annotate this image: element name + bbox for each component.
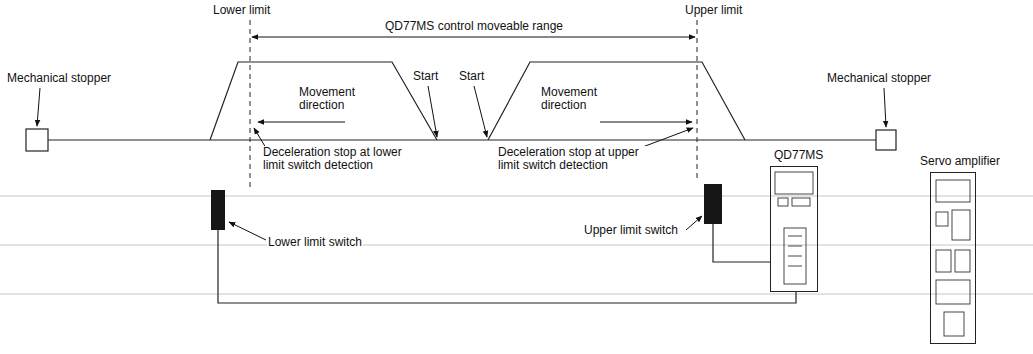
signal-wire (218, 230, 796, 303)
leader-line (686, 216, 702, 230)
lower-limit-line (250, 20, 251, 188)
node-label: Upper limit switch (583, 224, 679, 237)
node-label: Servo amplifier (919, 155, 1001, 168)
limit-switch: Upper limit switch (704, 184, 722, 224)
leader-line (229, 222, 266, 240)
label: Movement direction (540, 86, 608, 112)
ruled-line (0, 196, 1033, 294)
signal-wire (713, 224, 770, 262)
leader-line (884, 88, 886, 127)
label: Mechanical stopper (6, 72, 112, 85)
label: Lower limit (212, 4, 271, 17)
leader-line (37, 88, 40, 126)
speed-profile (488, 62, 745, 140)
label: Upper limit (684, 4, 743, 17)
upper-limit-line (697, 20, 698, 182)
label: Movement direction (298, 86, 366, 112)
mechanical-stopper (26, 129, 48, 151)
limit-switch: Lower limit switch (211, 190, 225, 230)
direction-arrow (600, 122, 692, 123)
module-detail (775, 172, 813, 284)
travel-axis (48, 139, 876, 140)
label: QD77MS control moveable range (348, 20, 600, 33)
label: Mechanical stopper (826, 72, 932, 85)
servo-amplifier: Servo amplifier (930, 172, 976, 344)
amplifier-detail (936, 180, 970, 336)
speed-profile (210, 62, 437, 140)
direction-arrow (258, 122, 345, 123)
leader-line (474, 86, 487, 137)
node-label: QD77MS (773, 149, 824, 162)
node-label: Lower limit switch (267, 236, 363, 249)
label: Deceleration stop at upper limit switch … (497, 146, 659, 172)
label: Start (412, 70, 439, 83)
leader-line (428, 86, 437, 137)
positioning-module: QD77MS (770, 166, 818, 292)
label: Deceleration stop at lower limit switch … (262, 146, 424, 172)
mechanical-stopper (876, 130, 896, 150)
leader-line (254, 128, 266, 148)
leader-line (640, 128, 693, 148)
range-arrow (252, 37, 695, 38)
label: Start (458, 70, 485, 83)
